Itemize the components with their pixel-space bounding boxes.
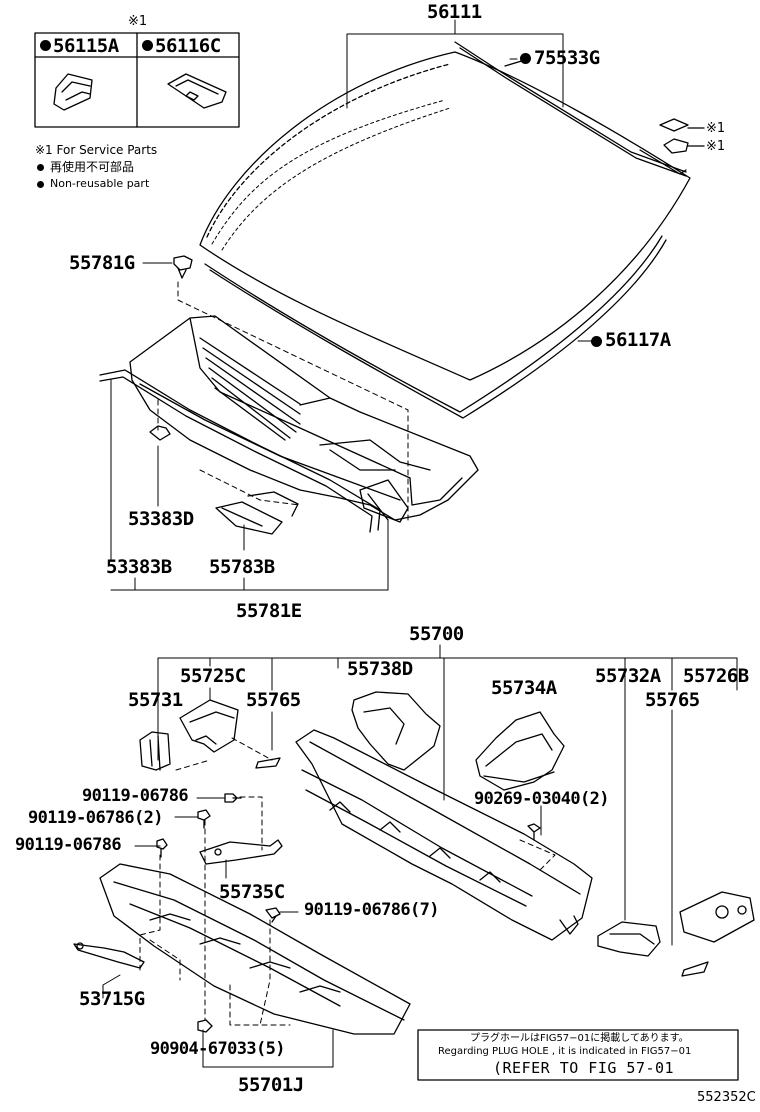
figure-code: 552352C [697, 1090, 756, 1105]
part-56117A[interactable]: 56117A [605, 329, 671, 351]
leader-lines [102, 19, 738, 1068]
legend-service-parts: ※1 For Service Parts [35, 143, 158, 157]
part-55783B[interactable]: 55783B [209, 556, 275, 578]
windshield-glass [199, 41, 691, 419]
cowl-top-panel [99, 315, 479, 533]
service-box-marker: ※1 [128, 14, 148, 29]
part-75533G[interactable]: 75533G [534, 47, 600, 69]
part-55700[interactable]: 55700 [409, 623, 464, 645]
part-55726B[interactable]: 55726B [683, 665, 749, 687]
marker-1: ※1 [706, 121, 726, 136]
bolts [156, 793, 541, 1033]
legend-dot [37, 164, 44, 171]
bracket-55735C [199, 839, 283, 865]
part-56116C[interactable]: 56116C [155, 35, 221, 57]
part-56111[interactable]: 56111 [427, 1, 482, 23]
part-90269-03040[interactable]: 90269-03040(2) [474, 789, 609, 809]
service-parts-box [34, 32, 240, 128]
clip-parts [659, 118, 705, 154]
marker-2: ※1 [706, 139, 726, 154]
assembly-dashed-lines [139, 281, 556, 1026]
part-55738D[interactable]: 55738D [347, 658, 413, 680]
non-reusable-dot [142, 40, 153, 51]
part-90904-67033[interactable]: 90904-67033(5) [150, 1039, 285, 1059]
bracket-53715G [73, 942, 145, 969]
non-reusable-dot [520, 53, 531, 64]
part-55731[interactable]: 55731 [128, 689, 183, 711]
bracket-55732A [597, 921, 661, 957]
pad-55765 [255, 757, 281, 769]
bracket-55731 [139, 731, 171, 771]
silencer-55734A [475, 711, 565, 791]
note-jp: プラグホールはFIG57−01に掲載してあります。 [470, 1033, 689, 1044]
part-53383D[interactable]: 53383D [128, 508, 194, 530]
silencer-55738D [351, 691, 441, 771]
part-55734A[interactable]: 55734A [491, 677, 557, 699]
part-90119-06786-c[interactable]: 90119-06786 [15, 835, 122, 855]
part-55765-right[interactable]: 55765 [645, 689, 700, 711]
part-90119-06786-a[interactable]: 90119-06786 [82, 786, 189, 806]
seal-front [359, 479, 409, 523]
note-ref[interactable]: (REFER TO FIG 57-01 [493, 1059, 675, 1077]
part-55701J[interactable]: 55701J [238, 1074, 304, 1096]
bracket-55725C [179, 699, 239, 753]
legend-non-reusable-en: Non-reusable part [50, 177, 150, 190]
part-55725C[interactable]: 55725C [180, 665, 246, 687]
bracket-55783B [215, 491, 299, 535]
part-53715G[interactable]: 53715G [79, 988, 145, 1010]
part-55781E[interactable]: 55781E [236, 600, 302, 622]
legend-non-reusable-jp: 再使用不可部品 [50, 160, 135, 174]
part-55732A[interactable]: 55732A [595, 665, 661, 687]
part-56115A[interactable]: 56115A [53, 35, 119, 57]
part-90119-06786-d[interactable]: 90119-06786(7) [304, 900, 439, 920]
non-reusable-dot [591, 336, 602, 347]
dash-panel [295, 729, 593, 941]
cowl-lower-panel [99, 863, 411, 1035]
pad-55765-right [681, 961, 709, 977]
legend-dot [37, 181, 44, 188]
non-reusable-dot [40, 40, 51, 51]
note-en: Regarding PLUG HOLE , it is indicated in… [438, 1046, 692, 1057]
clip-55781G [173, 255, 193, 279]
part-55781G[interactable]: 55781G [69, 252, 135, 274]
part-90119-06786-b[interactable]: 90119-06786(2) [28, 808, 163, 828]
reference-box [417, 1029, 739, 1081]
seal-53383D [149, 425, 171, 441]
part-55765[interactable]: 55765 [246, 689, 301, 711]
part-53383B[interactable]: 53383B [106, 556, 172, 578]
bracket-55726B [679, 891, 755, 943]
part-55735C[interactable]: 55735C [219, 881, 285, 903]
